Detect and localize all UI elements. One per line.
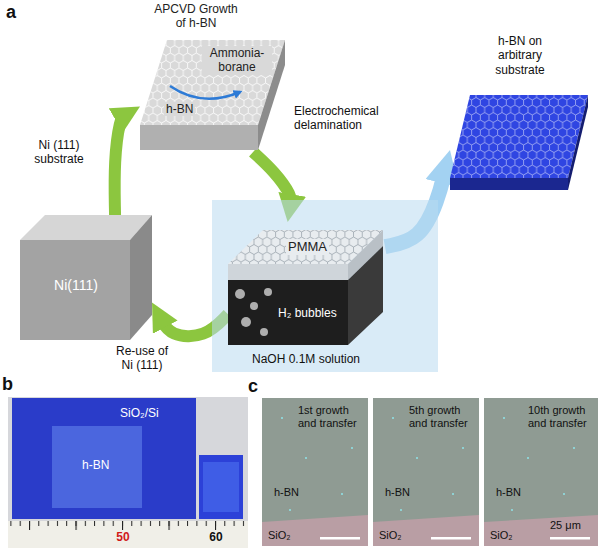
ruler-number: 60 <box>205 530 227 544</box>
edge-label: Electrochemical delamination <box>294 104 394 133</box>
wafer: SiO₂/Si h-BN <box>12 398 196 519</box>
speck <box>416 457 418 459</box>
node-text: 1st growth and transfer <box>298 404 364 430</box>
hbn-film: h-BN <box>52 426 142 508</box>
photo-background <box>8 397 248 548</box>
process-arrow <box>115 115 125 215</box>
node-text: h-BN <box>274 486 299 499</box>
speck <box>289 509 291 511</box>
node-text: 25 μm <box>550 519 581 532</box>
node-text: SiO₂ <box>268 529 291 542</box>
speck <box>452 493 454 495</box>
micrograph-panel: 10th growth and transfer h-BN SiO₂ 25 μm <box>484 398 598 546</box>
speck <box>400 509 402 511</box>
scale-bar <box>550 537 590 540</box>
wafer-piece-film <box>203 462 239 512</box>
process-arrow <box>253 152 291 204</box>
node-text: 5th growth and transfer <box>409 404 475 430</box>
node-text: NaOH 0.1M solution <box>252 352 360 366</box>
node-text: h-BN <box>496 486 521 499</box>
node-text: PMMA <box>286 239 329 255</box>
sio2-region <box>484 515 598 546</box>
hbn-region <box>484 398 598 546</box>
node-text: Ammonia-borane <box>202 46 272 75</box>
target-substrate: h-BN on arbitrary substrate <box>450 90 588 190</box>
wafer-piece <box>199 455 243 519</box>
micrograph-panel: 1st growth and transfer h-BN SiO₂ <box>262 398 368 546</box>
node-text: Ni(111) <box>40 277 112 294</box>
bubble <box>264 288 272 296</box>
sio2-region <box>262 515 368 546</box>
block-front <box>20 240 130 340</box>
hbn-region <box>262 398 368 546</box>
solution-region: NaOH 0.1M solution PMMA H₂ bubbles <box>212 200 438 372</box>
node-text: h-BN <box>164 102 195 116</box>
ruler-number: 50 <box>112 530 134 544</box>
node-text: H₂ bubbles <box>278 306 337 320</box>
hbn-region <box>373 398 479 546</box>
scale-bar <box>320 537 360 540</box>
micrograph-panel: 5th growth and transfer h-BN SiO₂ <box>373 398 479 546</box>
speck <box>527 457 529 459</box>
node-text: APCVD Growth of h-BN <box>150 2 242 31</box>
edge-label: Re-use of Ni (111) <box>110 344 174 373</box>
node-text: SiO₂ <box>490 529 513 542</box>
edge-label: Ni (111) substrate <box>20 138 98 167</box>
speck <box>305 457 307 459</box>
growth-block: APCVD Growth of h-BNAmmonia-boraneh-BN <box>140 38 285 152</box>
panel-letter: a <box>6 2 16 24</box>
nickel-side <box>348 246 383 345</box>
bubble <box>235 289 245 299</box>
speck <box>511 509 513 511</box>
speck <box>563 493 565 495</box>
pmma-front <box>228 264 348 280</box>
delamination-block: PMMA H₂ bubbles <box>228 222 385 345</box>
wafer-surface <box>12 398 196 519</box>
ruler-ticks-major <box>8 521 248 548</box>
speck <box>392 417 394 419</box>
substrate-top <box>450 95 588 178</box>
node-text: SiO₂ <box>379 529 402 542</box>
film-surface <box>52 426 142 508</box>
speck <box>503 417 505 419</box>
node-text: SiO₂/Si <box>120 406 159 420</box>
speck <box>462 447 464 449</box>
precursor-arrow <box>170 86 240 99</box>
ruler-ticks <box>8 521 248 548</box>
bubble <box>250 302 258 310</box>
node-text: h-BN <box>82 458 109 472</box>
node-text: h-BN <box>385 486 410 499</box>
panel-letter: c <box>248 376 258 398</box>
substrate-side <box>568 95 588 190</box>
sio2-region <box>373 515 479 546</box>
speck <box>341 493 343 495</box>
nickel-front <box>228 280 348 345</box>
solution-fill <box>212 200 438 372</box>
bubble <box>260 328 268 336</box>
node-shape <box>450 90 588 190</box>
substrate-front <box>450 178 568 190</box>
block-front <box>140 125 258 150</box>
scale-bar <box>431 537 471 540</box>
block-side <box>130 215 152 340</box>
node-text: 10th growth and transfer <box>528 404 594 430</box>
speck <box>573 447 575 449</box>
hexagon-lattice <box>450 95 588 178</box>
block-top <box>20 215 152 240</box>
node-text: h-BN on arbitrary substrate <box>480 34 560 77</box>
speck <box>351 447 353 449</box>
speck <box>281 417 283 419</box>
ruler <box>8 521 248 548</box>
substrate-block: Ni(111) <box>20 215 152 340</box>
panel-letter: b <box>2 374 13 396</box>
bubble <box>241 317 251 327</box>
